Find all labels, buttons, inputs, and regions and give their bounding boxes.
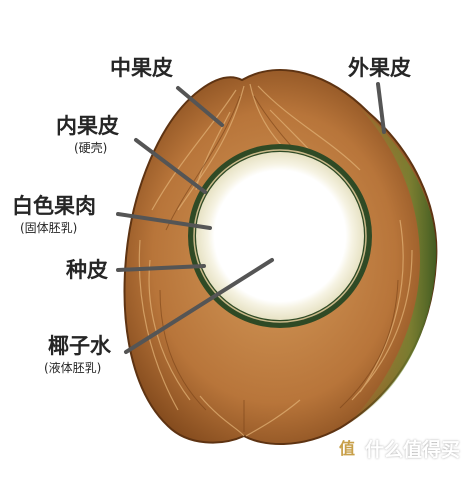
watermark-logo-icon: 值 xyxy=(334,436,359,461)
leader-exocarp xyxy=(376,82,386,134)
leader-seed-coat xyxy=(116,264,206,272)
label-endocarp-note: (硬壳) xyxy=(74,141,108,155)
watermark: 值 什么值得买 xyxy=(334,435,460,462)
label-mesocarp: 中果皮 xyxy=(110,56,173,80)
label-seed-coat: 种皮 xyxy=(66,258,108,282)
exocarp-green-patch xyxy=(346,108,437,426)
coconut-water-cavity xyxy=(222,182,338,298)
leader-lines xyxy=(116,82,386,354)
label-exocarp: 外果皮 xyxy=(348,56,411,80)
leader-coconut-water xyxy=(124,258,274,354)
label-white-flesh-note: (固体胚乳) xyxy=(20,221,78,235)
label-white-flesh: 白色果肉 xyxy=(12,194,96,218)
leader-white-flesh xyxy=(116,212,212,230)
label-coconut-water: 椰子水 xyxy=(48,334,111,358)
leader-mesocarp xyxy=(176,86,224,127)
leader-endocarp xyxy=(134,138,207,194)
label-endocarp: 内果皮 xyxy=(56,114,119,138)
seed-coat xyxy=(193,149,367,323)
watermark-text: 什么值得买 xyxy=(364,439,460,461)
label-coconut-water-note: (液体胚乳) xyxy=(44,361,102,375)
